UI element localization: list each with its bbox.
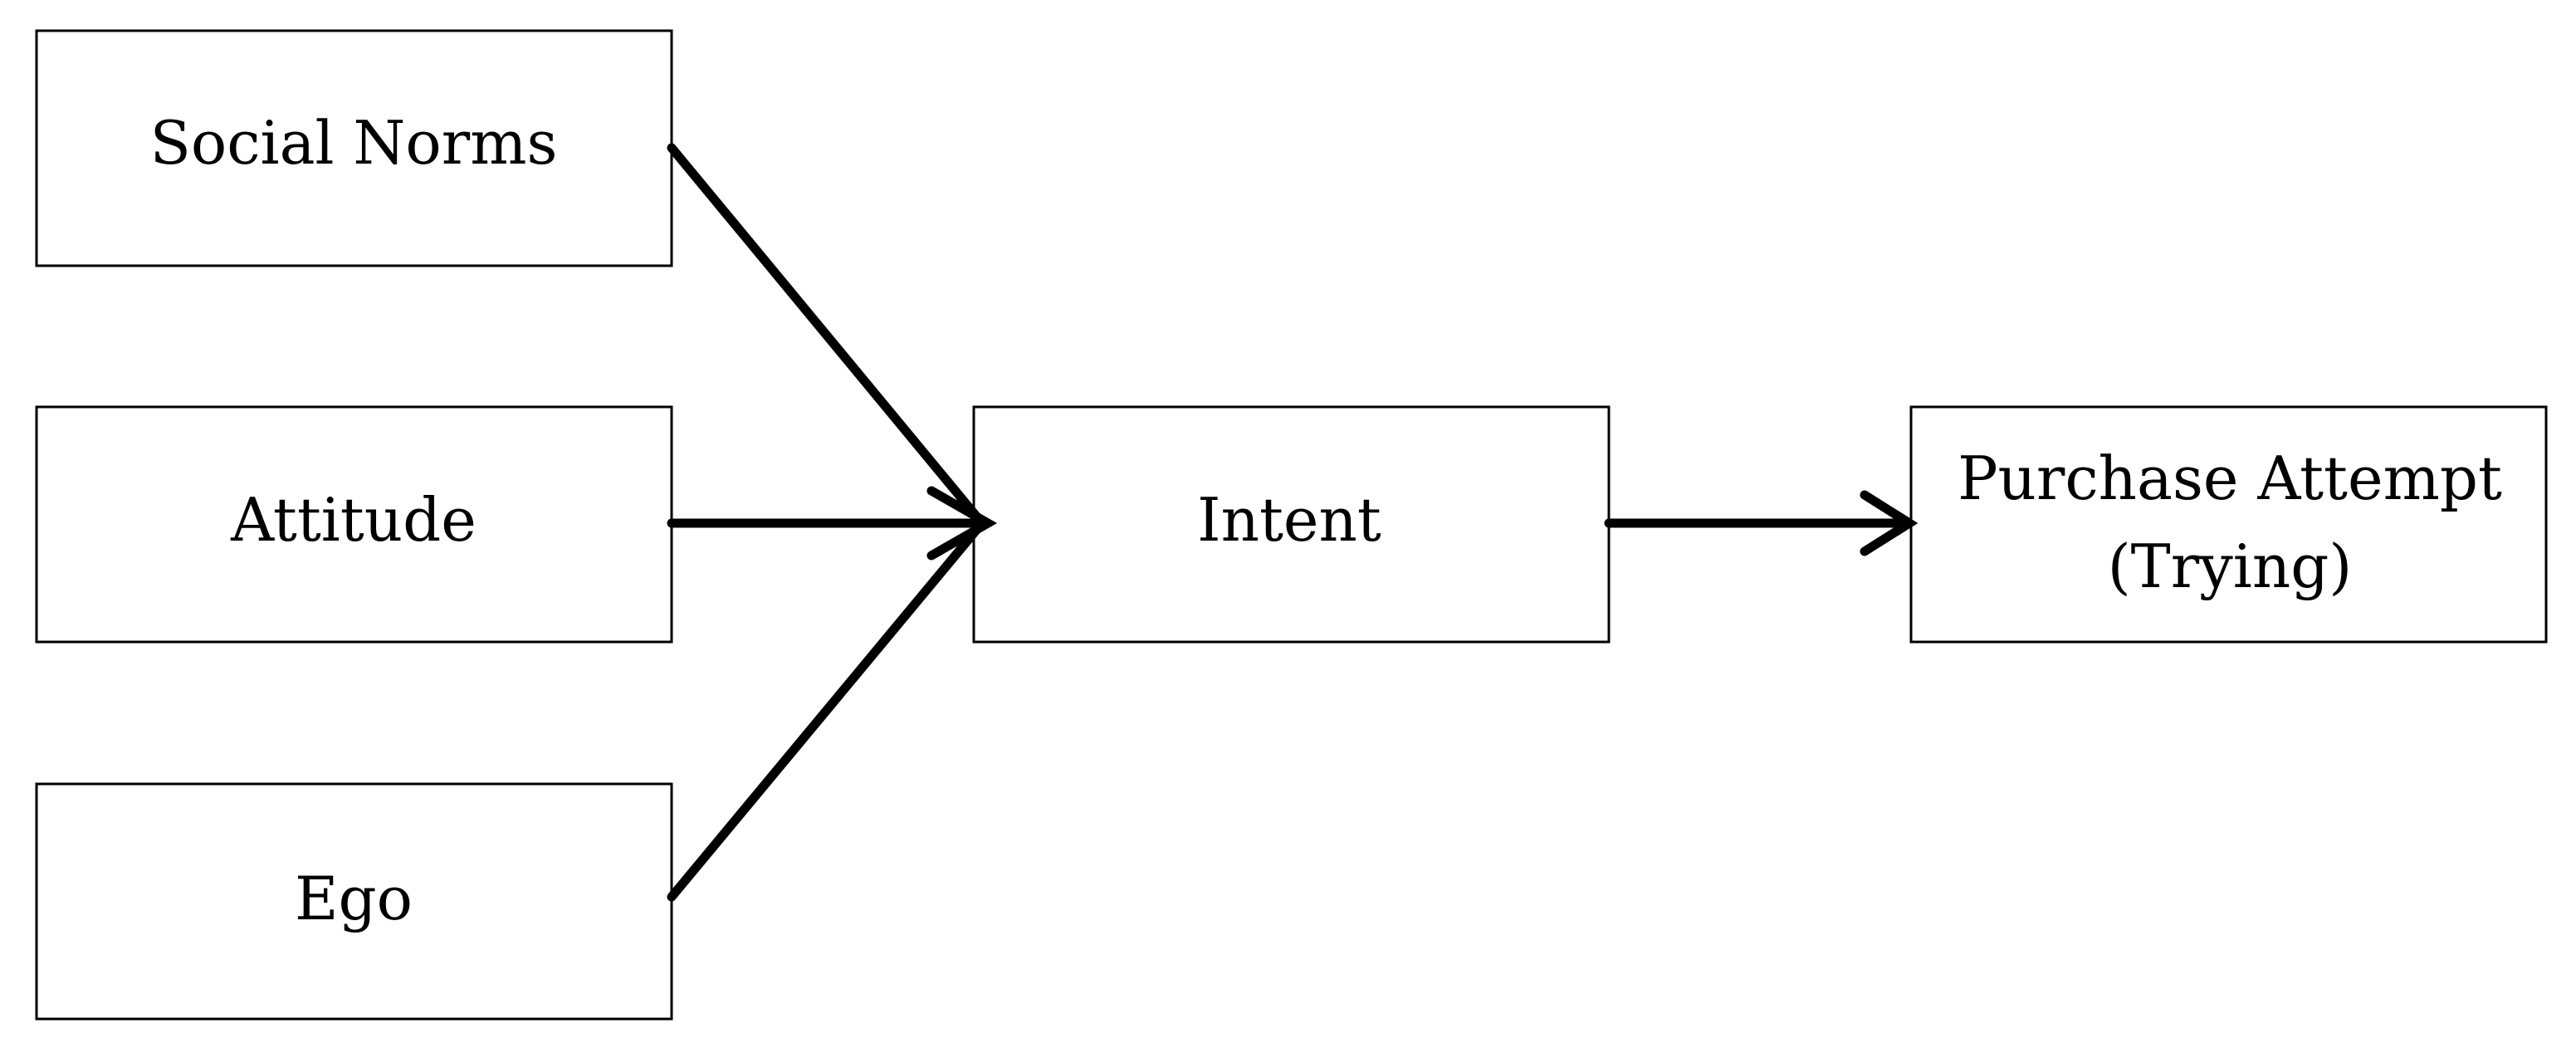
node-ego-label: Ego: [295, 864, 413, 933]
node-purchase-attempt-box: [1909, 405, 2548, 644]
node-purchase-attempt-label-line1: Purchase Attempt: [1958, 443, 2502, 513]
edge-ego-to-intent-line: [667, 518, 987, 902]
node-purchase-attempt-label-line2: (Trying): [2108, 531, 2353, 601]
node-intent: Intent: [972, 405, 1611, 644]
node-ego: Ego: [35, 782, 673, 1021]
node-social-norms: Social Norms: [35, 29, 673, 267]
node-intent-label: Intent: [1197, 485, 1381, 555]
node-social-norms-label: Social Norms: [150, 108, 558, 178]
edge-social-norms-to-intent: [667, 143, 987, 528]
edge-ego-to-intent: [667, 518, 987, 902]
node-attitude-box: [35, 405, 673, 644]
intent-arrowhead-icon: [926, 486, 998, 561]
node-attitude-label: Attitude: [230, 485, 477, 555]
node-attitude: Attitude: [35, 405, 673, 644]
edge-social-norms-to-intent-line: [667, 143, 987, 528]
purchase-attempt-arrowhead-icon: [1860, 490, 1919, 556]
node-social-norms-box: [35, 29, 673, 267]
node-intent-box: [972, 405, 1611, 644]
node-ego-box: [35, 782, 673, 1021]
edge-intent-to-purchase-attempt: [1604, 490, 1919, 556]
node-purchase-attempt: Purchase Attempt (Trying): [1909, 405, 2548, 644]
